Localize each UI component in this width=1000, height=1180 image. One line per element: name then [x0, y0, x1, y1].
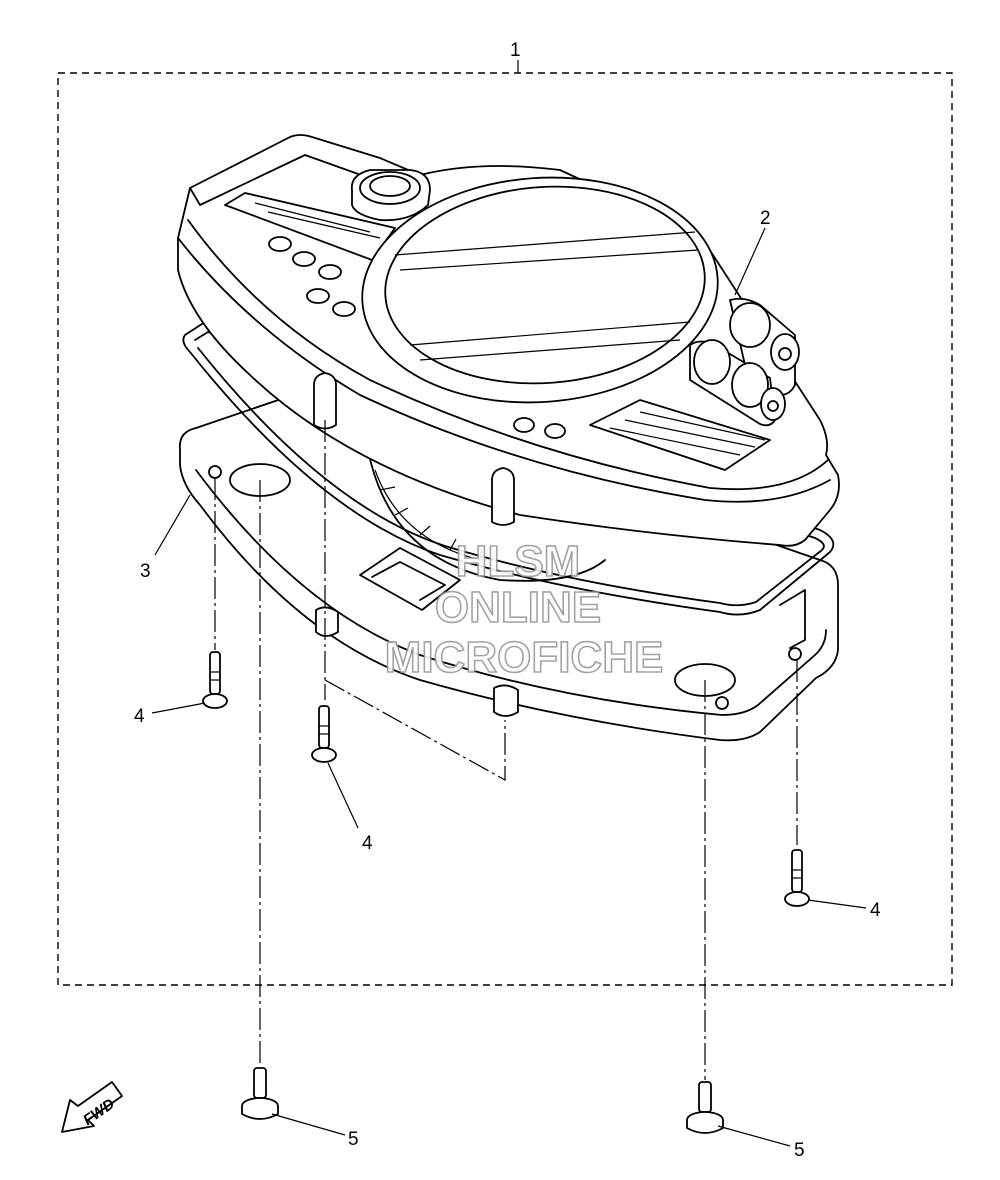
leader-5a	[271, 1113, 346, 1136]
callout-3: 3	[140, 561, 151, 582]
screw-4c	[784, 849, 810, 907]
bolt-5b	[686, 1081, 724, 1134]
leader-4b	[327, 762, 359, 829]
callout-5b: 5	[794, 1140, 805, 1161]
callout-4b: 4	[362, 833, 373, 854]
centerline-posts	[324, 679, 506, 782]
watermark-line-2: ONLINE	[435, 583, 601, 632]
callout-2: 2	[760, 208, 771, 229]
callout-4c: 4	[870, 900, 881, 921]
callout-4a: 4	[134, 706, 145, 727]
leader-2	[734, 227, 766, 296]
callout-1: 1	[510, 40, 521, 61]
gauge-face-rear	[367, 449, 606, 582]
screw-4b	[311, 705, 337, 763]
gasket	[182, 321, 835, 616]
assembly-boundary	[57, 72, 953, 986]
screw-4a	[202, 651, 228, 709]
watermark-line-3: MICROFICHE	[385, 633, 664, 682]
watermark-line-1: HLSM	[456, 537, 581, 586]
leader-4a	[151, 702, 206, 714]
fwd-arrow-icon: FWD	[61, 1081, 123, 1133]
leader-4c	[807, 899, 867, 909]
meter-assembly	[177, 134, 840, 547]
leader-5b	[717, 1125, 791, 1147]
bolt-5a	[241, 1067, 279, 1120]
callout-5a: 5	[348, 1129, 359, 1150]
leader-3	[154, 494, 191, 556]
